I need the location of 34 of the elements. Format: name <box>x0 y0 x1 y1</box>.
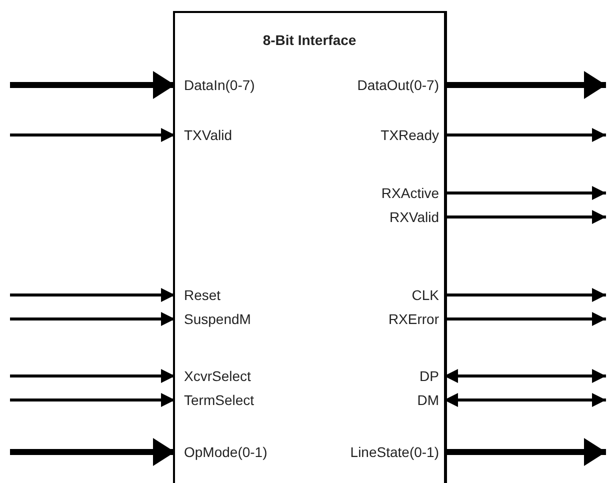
pin-label: DP <box>420 367 444 385</box>
signal-arrow <box>10 128 175 142</box>
signal-arrow <box>10 369 175 383</box>
signal-arrow <box>10 438 175 466</box>
pin-label: RXValid <box>389 208 444 226</box>
pin-label: CLK <box>412 286 444 304</box>
pin-label: DataIn(0-7) <box>175 76 255 94</box>
pin-label: DM <box>417 391 444 409</box>
pin-label: OpMode(0-1) <box>175 443 268 461</box>
signal-arrow <box>444 312 606 326</box>
interface-block <box>173 11 447 483</box>
signal-arrow <box>444 393 606 407</box>
signal-arrow <box>10 393 175 407</box>
pin-label: Reset <box>175 286 221 304</box>
signal-arrow <box>444 71 606 99</box>
pin-label: XcvrSelect <box>175 367 251 385</box>
signal-arrow <box>10 71 175 99</box>
signal-arrow <box>10 288 175 302</box>
signal-arrow <box>444 186 606 200</box>
pin-label: TermSelect <box>175 391 254 409</box>
signal-arrow <box>444 438 606 466</box>
signal-arrow <box>444 369 606 383</box>
pin-label: TXValid <box>175 126 232 144</box>
pin-label: RXActive <box>381 184 444 202</box>
signal-arrow <box>444 128 606 142</box>
signal-arrow <box>444 288 606 302</box>
pin-label: TXReady <box>380 126 444 144</box>
pin-label: DataOut(0-7) <box>357 76 444 94</box>
pin-label: RXError <box>388 310 444 328</box>
signal-arrow <box>444 210 606 224</box>
block-title: 8-Bit Interface <box>262 32 358 48</box>
pin-label: SuspendM <box>175 310 251 328</box>
signal-arrow <box>10 312 175 326</box>
pin-label: LineState(0-1) <box>350 443 444 461</box>
